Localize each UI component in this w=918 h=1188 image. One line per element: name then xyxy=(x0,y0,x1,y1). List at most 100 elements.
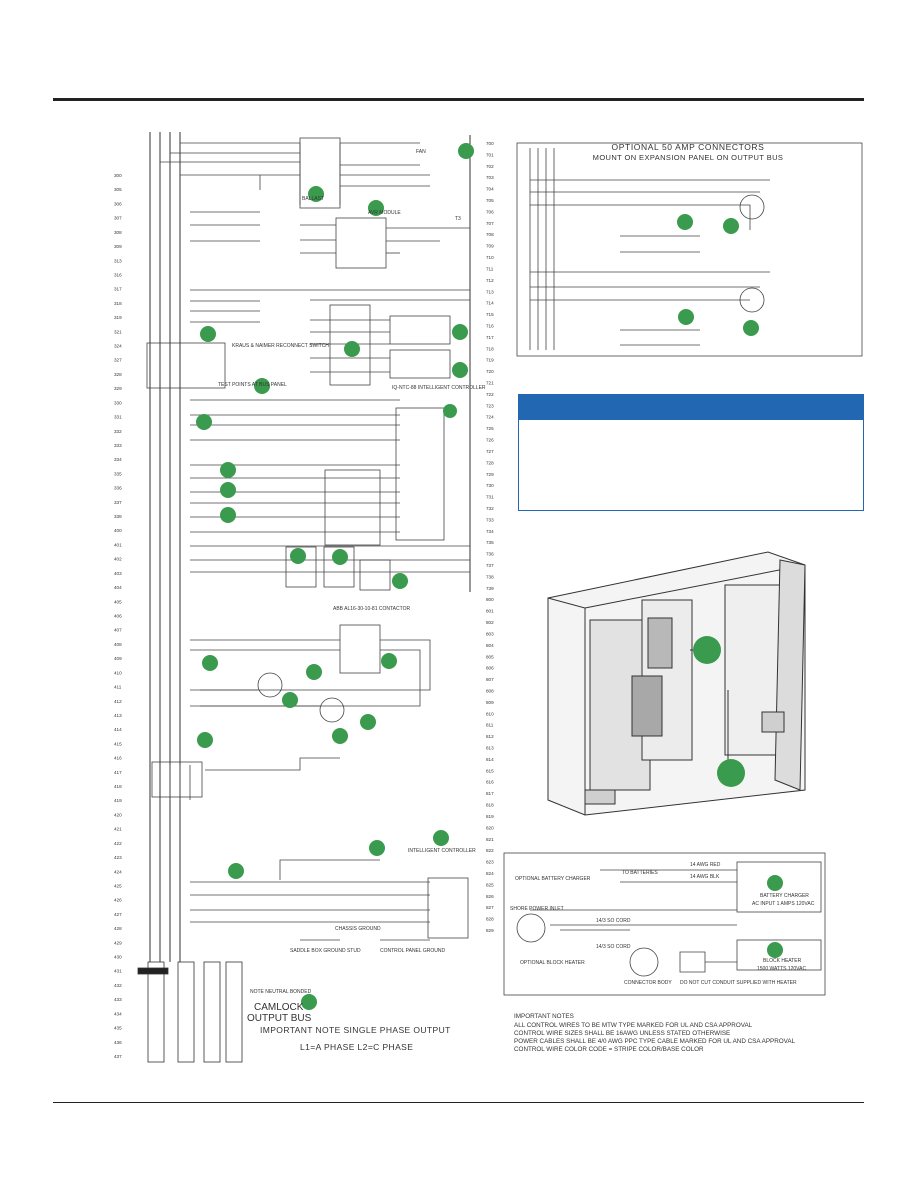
right-line-number-20: 720 xyxy=(486,369,494,374)
shore-power-label: SHORE POWER INLET xyxy=(510,906,564,912)
transformer-label: T3 xyxy=(455,216,461,222)
right-line-number-17: 717 xyxy=(486,335,494,340)
left-line-number-21: 335 xyxy=(114,471,122,476)
right-line-number-10: 710 xyxy=(486,255,494,260)
right-line-number-11: 711 xyxy=(486,267,494,272)
important-note-1: ALL CONTROL WIRES TO BE MTW TYPE MARKED … xyxy=(514,1022,753,1029)
right-line-number-5: 705 xyxy=(486,198,494,203)
single-phase-note-line1: IMPORTANT NOTE SINGLE PHASE OUTPUT xyxy=(260,1025,451,1035)
right-line-number-46: 806 xyxy=(486,666,494,671)
cord2-label: 14/3 SO CORD xyxy=(596,944,631,950)
left-line-number-24: 338 xyxy=(114,514,122,519)
left-line-number-57: 432 xyxy=(114,983,122,988)
left-line-number-38: 413 xyxy=(114,713,122,718)
important-note-4: CONTROL WIRE COLOR CODE = STRIPE COLOR/B… xyxy=(514,1046,704,1053)
left-line-number-37: 412 xyxy=(114,699,122,704)
right-line-number-47: 807 xyxy=(486,677,494,682)
left-line-number-36: 411 xyxy=(114,685,122,690)
important-note-2: CONTROL WIRE SIZES SHALL BE 16AWG UNLESS… xyxy=(514,1030,730,1037)
right-line-number-68: 828 xyxy=(486,917,494,922)
left-line-number-23: 337 xyxy=(114,500,122,505)
left-line-number-60: 435 xyxy=(114,1026,122,1031)
right-line-number-19: 719 xyxy=(486,358,494,363)
left-line-number-33: 408 xyxy=(114,642,122,647)
right-line-number-14: 714 xyxy=(486,301,494,306)
left-line-number-4: 308 xyxy=(114,230,122,235)
left-line-number-3: 307 xyxy=(114,216,122,221)
top-rule xyxy=(53,98,864,101)
right-line-number-35: 735 xyxy=(486,540,494,545)
right-line-number-34: 734 xyxy=(486,529,494,534)
left-line-number-52: 427 xyxy=(114,912,122,917)
left-line-number-2: 306 xyxy=(114,201,122,206)
right-line-number-0: 700 xyxy=(486,141,494,146)
left-line-number-17: 331 xyxy=(114,415,122,420)
right-line-number-54: 814 xyxy=(486,757,494,762)
to-batteries-label: TO BATTERIES xyxy=(622,870,658,876)
left-line-number-30: 405 xyxy=(114,599,122,604)
controller2-label: INTELLIGENT CONTROLLER xyxy=(408,848,476,854)
right-line-number-6: 706 xyxy=(486,209,494,214)
left-line-number-49: 424 xyxy=(114,869,122,874)
left-line-number-41: 416 xyxy=(114,756,122,761)
important-note-3: POWER CABLES SHALL BE 4/0 AWG PPC TYPE C… xyxy=(514,1038,796,1045)
left-line-number-34: 409 xyxy=(114,656,122,661)
left-line-number-18: 332 xyxy=(114,429,122,434)
left-line-number-5: 309 xyxy=(114,244,122,249)
right-line-number-58: 818 xyxy=(486,803,494,808)
cabinet-illustration xyxy=(547,551,806,816)
left-line-number-28: 403 xyxy=(114,571,122,576)
left-line-number-16: 330 xyxy=(114,400,122,405)
important-notes-title: IMPORTANT NOTES xyxy=(514,1013,574,1020)
right-line-number-1: 701 xyxy=(486,152,494,157)
left-line-numbers: 3003053063073083093133163173183193213243… xyxy=(114,173,122,1059)
camlock-title-line1: CAMLOCK xyxy=(254,1002,304,1013)
avr-label: AVR MODULE xyxy=(368,210,401,216)
kraus-label: KRAUS & NAIMER RECONNECT SWITCH xyxy=(232,343,329,349)
right-line-number-69: 829 xyxy=(486,928,494,933)
left-line-number-29: 404 xyxy=(114,585,122,590)
right-line-number-38: 738 xyxy=(486,574,494,579)
left-line-number-35: 410 xyxy=(114,670,122,675)
right-line-number-21: 721 xyxy=(486,381,494,386)
right-line-number-29: 729 xyxy=(486,472,494,477)
bottom-rule xyxy=(53,1102,864,1103)
block-heater-label: BLOCK HEATER xyxy=(763,958,802,964)
right-line-number-44: 804 xyxy=(486,643,494,648)
main-buses xyxy=(149,132,471,962)
right-line-number-8: 708 xyxy=(486,232,494,237)
right-line-number-67: 827 xyxy=(486,905,494,910)
right-line-number-31: 731 xyxy=(486,495,494,500)
right-line-number-30: 730 xyxy=(486,483,494,488)
right-line-number-26: 726 xyxy=(486,438,494,443)
charger-label: BATTERY CHARGER xyxy=(760,893,809,899)
right-line-number-57: 817 xyxy=(486,791,494,796)
right-line-number-50: 810 xyxy=(486,711,494,716)
left-line-number-7: 316 xyxy=(114,273,122,278)
right-line-number-42: 802 xyxy=(486,620,494,625)
left-line-number-27: 402 xyxy=(114,557,122,562)
left-line-number-61: 436 xyxy=(114,1040,122,1045)
left-line-number-50: 425 xyxy=(114,884,122,889)
right-line-number-9: 709 xyxy=(486,244,494,249)
cord1-label: 14/3 SO CORD xyxy=(596,918,631,924)
left-line-number-31: 406 xyxy=(114,614,122,619)
left-line-number-47: 422 xyxy=(114,841,122,846)
camlock-receptacles xyxy=(137,961,243,1063)
right-line-number-55: 815 xyxy=(486,768,494,773)
left-line-number-58: 433 xyxy=(114,997,122,1002)
contactor-label: ABB AL16-30-10-81 CONTACTOR xyxy=(333,606,410,612)
connectors-panel-wiring xyxy=(516,142,863,357)
right-line-number-39: 739 xyxy=(486,586,494,591)
left-line-number-45: 420 xyxy=(114,812,122,817)
left-line-number-26: 401 xyxy=(114,543,122,548)
right-line-number-56: 816 xyxy=(486,780,494,785)
left-line-number-55: 430 xyxy=(114,955,122,960)
left-line-number-40: 415 xyxy=(114,741,122,746)
camlock-title-line2: OUTPUT BUS xyxy=(247,1013,312,1024)
left-line-number-62: 437 xyxy=(114,1054,122,1059)
left-line-number-0: 300 xyxy=(114,173,122,178)
right-line-number-63: 823 xyxy=(486,860,494,865)
